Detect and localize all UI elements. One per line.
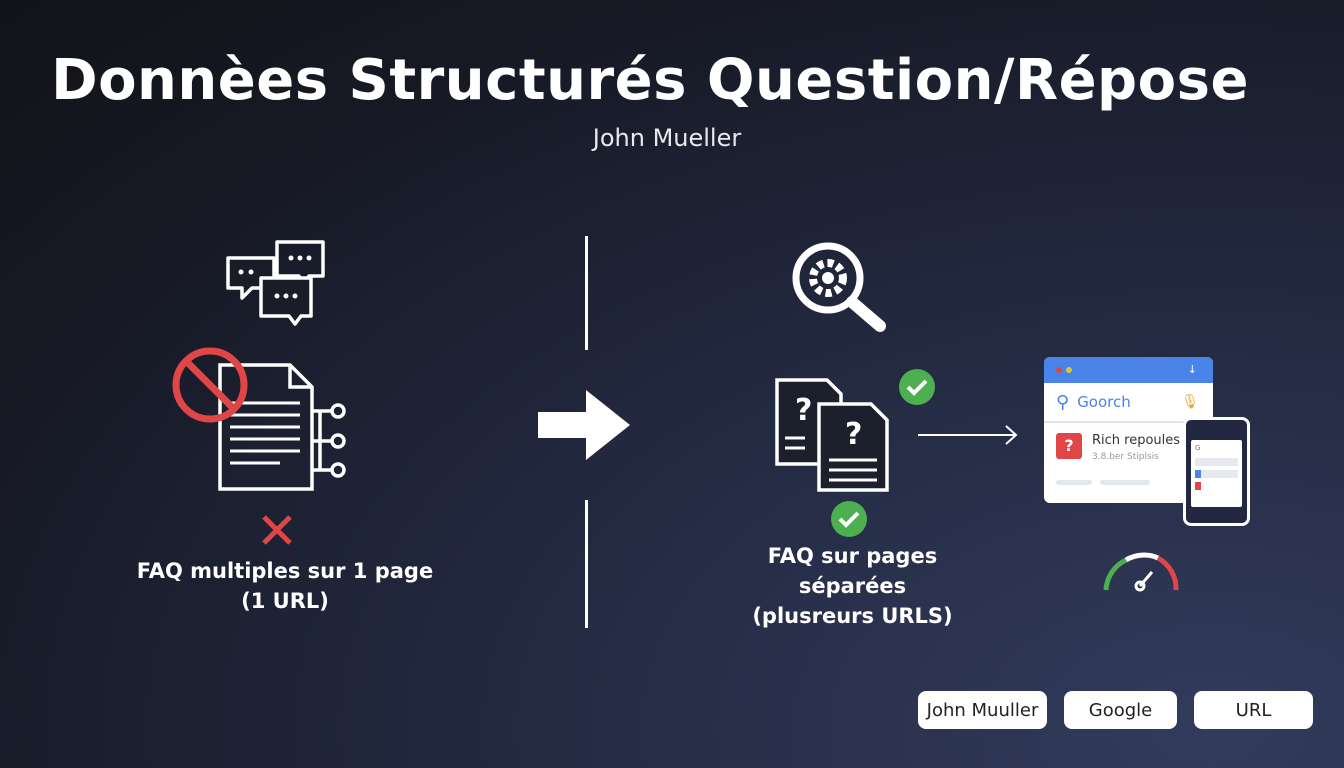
- right-caption: FAQ sur pages séparées (plusreurs URLS): [740, 541, 965, 631]
- tag-url[interactable]: URL: [1194, 691, 1313, 729]
- page-title: Donnèes Structurés Question/Répose: [51, 48, 1249, 113]
- check-icon: [899, 369, 935, 405]
- question-badge-icon: ?: [1056, 433, 1082, 459]
- mic-icon: 🎙: [1181, 394, 1199, 410]
- svg-text:?: ?: [845, 417, 862, 452]
- svg-text:?: ?: [795, 393, 812, 428]
- phone-mockup: G: [1183, 417, 1250, 526]
- arrow-right-icon: [538, 390, 630, 460]
- thin-arrow-icon: [918, 425, 1018, 445]
- divider-top: [585, 236, 588, 350]
- left-caption-line1: FAQ multiples sur 1 page: [136, 559, 434, 583]
- right-caption-line3: (plusreurs URLS): [752, 604, 953, 628]
- tag-google[interactable]: Google: [1064, 691, 1177, 729]
- document-branches-icon: [172, 347, 346, 491]
- search-gear-icon: [792, 242, 886, 332]
- divider-bottom: [585, 500, 588, 628]
- left-caption: FAQ multiples sur 1 page (1 URL): [130, 556, 440, 616]
- subtitle: John Mueller: [592, 124, 742, 152]
- check-icon: [831, 501, 867, 537]
- prohibited-icon: [172, 347, 248, 423]
- question-documents-icon: ??: [775, 378, 889, 492]
- search-icon: ⚲: [1056, 391, 1070, 413]
- left-caption-line2: (1 URL): [241, 589, 329, 613]
- right-caption-line1: FAQ sur pages: [767, 544, 938, 568]
- result-title: Rich repoules: [1092, 433, 1181, 448]
- result-subtitle: 3.8.ber Stiplsis: [1092, 452, 1159, 462]
- speed-gauge-icon: [1103, 552, 1179, 592]
- cross-icon: [262, 515, 292, 545]
- search-text: Goorch: [1077, 393, 1131, 411]
- chat-bubbles-icon: [226, 240, 325, 326]
- right-caption-line2: séparées: [798, 574, 907, 598]
- tag-john-muuller[interactable]: John Muuller: [918, 691, 1047, 729]
